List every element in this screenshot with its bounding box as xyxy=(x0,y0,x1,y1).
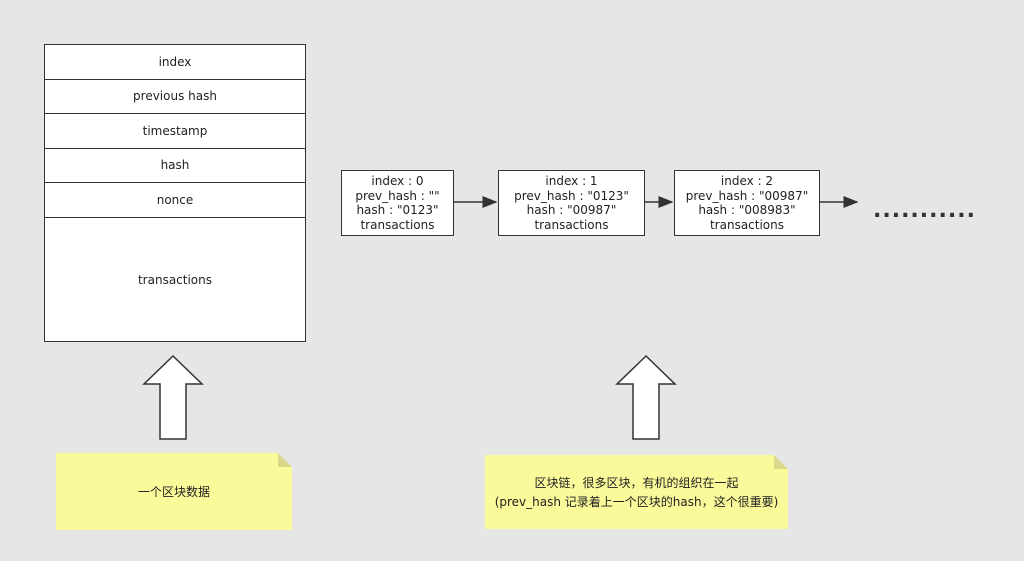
block-1-hash: hash : "00987" xyxy=(526,203,617,217)
chain-block-2: index : 2 prev_hash : "00987" hash : "00… xyxy=(674,170,820,236)
chain-block-0: index : 0 prev_hash : "" hash : "0123" t… xyxy=(341,170,454,236)
note-chain: 区块链，很多区块，有机的组织在一起 (prev_hash 记录着上一个区块的ha… xyxy=(485,455,788,529)
up-arrow-right-icon xyxy=(615,354,677,440)
note-single-block: 一个区块数据 xyxy=(56,453,292,530)
note-fold-icon xyxy=(774,455,788,469)
field-previous-hash: previous hash xyxy=(45,80,305,114)
block-2-index: index : 2 xyxy=(720,174,774,188)
note-fold-icon xyxy=(278,453,292,467)
up-arrow-left-icon xyxy=(142,354,204,440)
block-2-prev-hash: prev_hash : "00987" xyxy=(685,188,809,203)
field-hash: hash xyxy=(45,149,305,183)
field-index: index xyxy=(45,45,305,80)
field-nonce: nonce xyxy=(45,183,305,218)
block-1-index: index : 1 xyxy=(545,174,598,188)
chain-block-1: index : 1 prev_hash : "0123" hash : "009… xyxy=(498,170,645,236)
note-single-block-text: 一个区块数据 xyxy=(137,485,210,499)
block-2-transactions: transactions xyxy=(709,217,785,232)
block-0-prev-hash: prev_hash : "" xyxy=(355,188,440,203)
block-1-prev-hash: prev_hash : "0123" xyxy=(514,188,629,203)
block-1-transactions: transactions xyxy=(534,217,609,232)
note-chain-line2: (prev_hash 记录着上一个区块的hash，这个很重要) xyxy=(494,495,779,509)
block-2-hash: hash : "008983" xyxy=(698,203,796,217)
block-0-hash: hash : "0123" xyxy=(356,203,439,217)
note-chain-line1: 区块链，很多区块，有机的组织在一起 xyxy=(534,476,739,490)
block-0-transactions: transactions xyxy=(360,217,435,232)
chain-continuation: ........... xyxy=(873,198,976,223)
field-timestamp: timestamp xyxy=(45,114,305,149)
block-structure: index previous hash timestamp hash nonce… xyxy=(44,44,306,342)
block-0-index: index : 0 xyxy=(371,174,424,188)
field-transactions: transactions xyxy=(137,273,213,287)
